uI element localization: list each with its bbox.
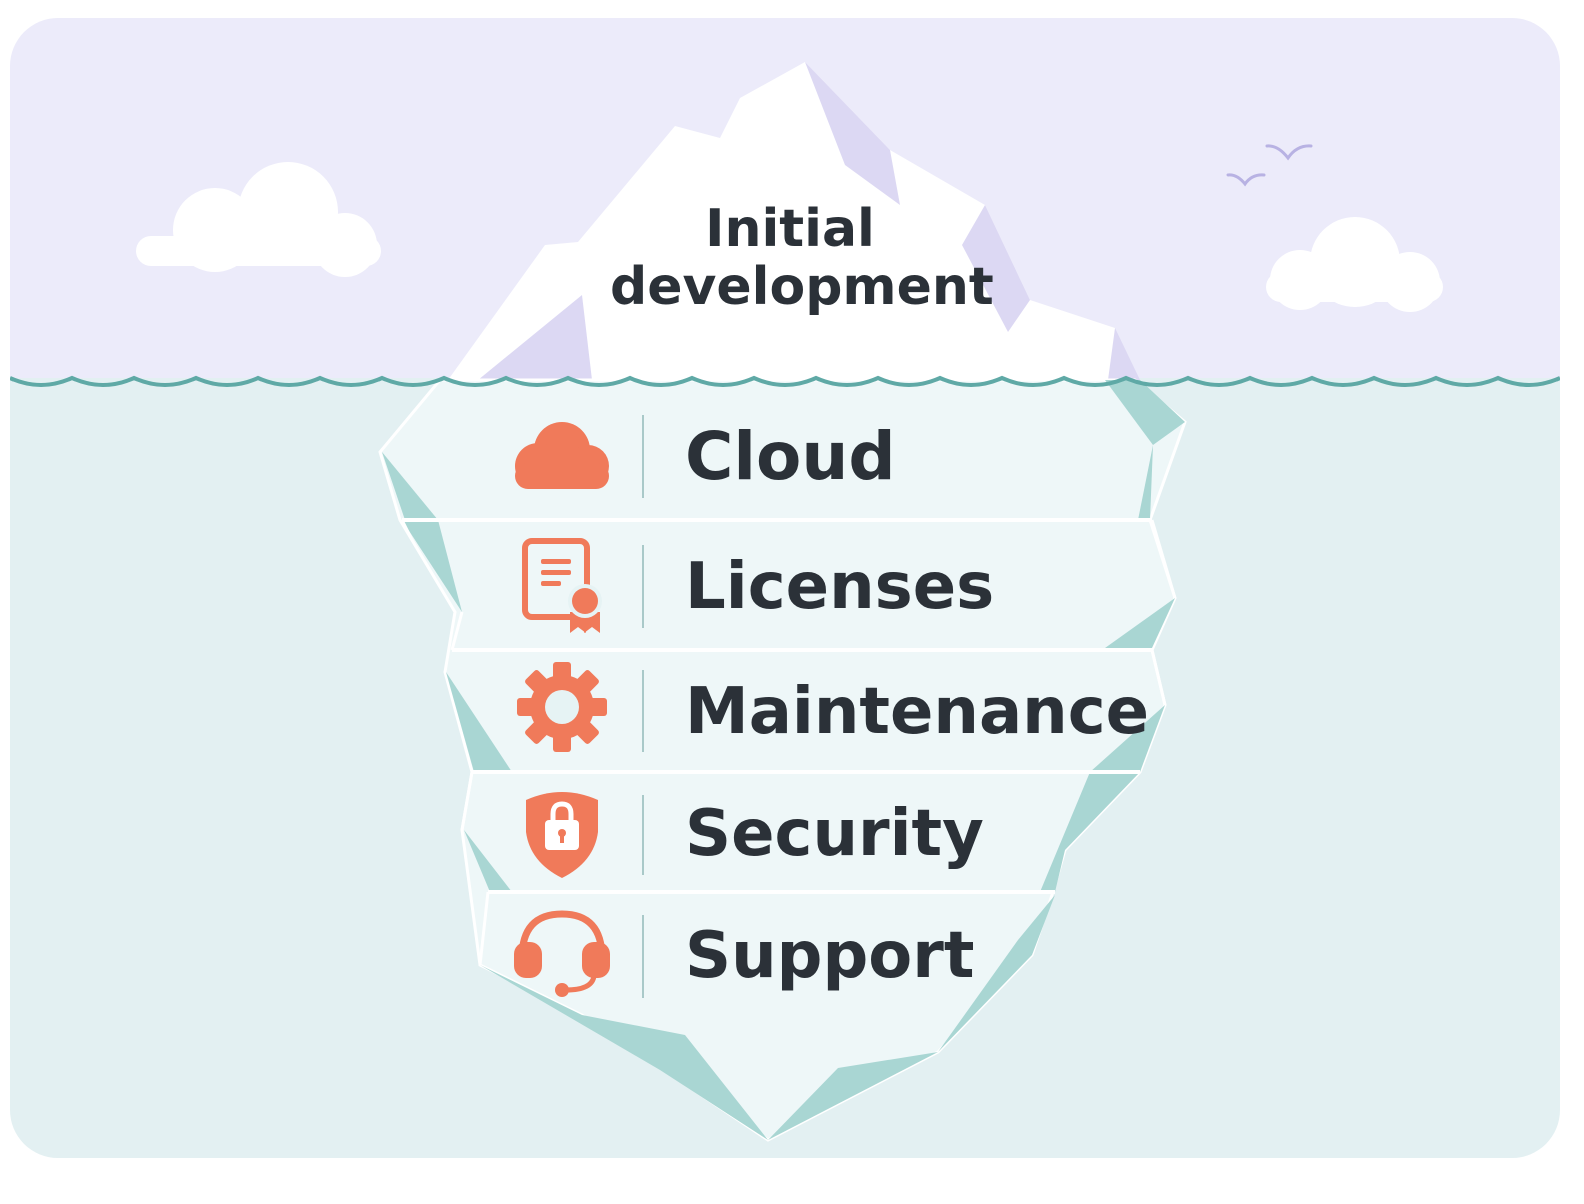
layer-label-security: Security (685, 797, 984, 871)
certificate-icon (522, 538, 602, 633)
gear-icon (517, 662, 607, 752)
initial-development-label: Initial development (610, 199, 994, 317)
iceberg-tip (448, 62, 1140, 380)
cloud-right-decoration (1266, 217, 1443, 312)
shield-lock-icon (526, 792, 598, 878)
layer-label-support: Support (685, 919, 975, 993)
headset-icon (514, 910, 610, 997)
layer-separators (402, 518, 1152, 894)
initial-development-line-2: development (610, 257, 994, 317)
layer-edge-highlights (400, 519, 1177, 966)
birds-decoration (1226, 144, 1313, 187)
layer-label-cloud: Cloud (685, 418, 896, 495)
cloud-left-decoration (136, 162, 381, 277)
cloud-icon (515, 422, 609, 489)
initial-development-line-1: Initial (705, 199, 875, 259)
layer-label-maintenance: Maintenance (685, 675, 1150, 749)
layer-label-licenses: Licenses (685, 550, 995, 624)
waterline (10, 375, 1560, 387)
